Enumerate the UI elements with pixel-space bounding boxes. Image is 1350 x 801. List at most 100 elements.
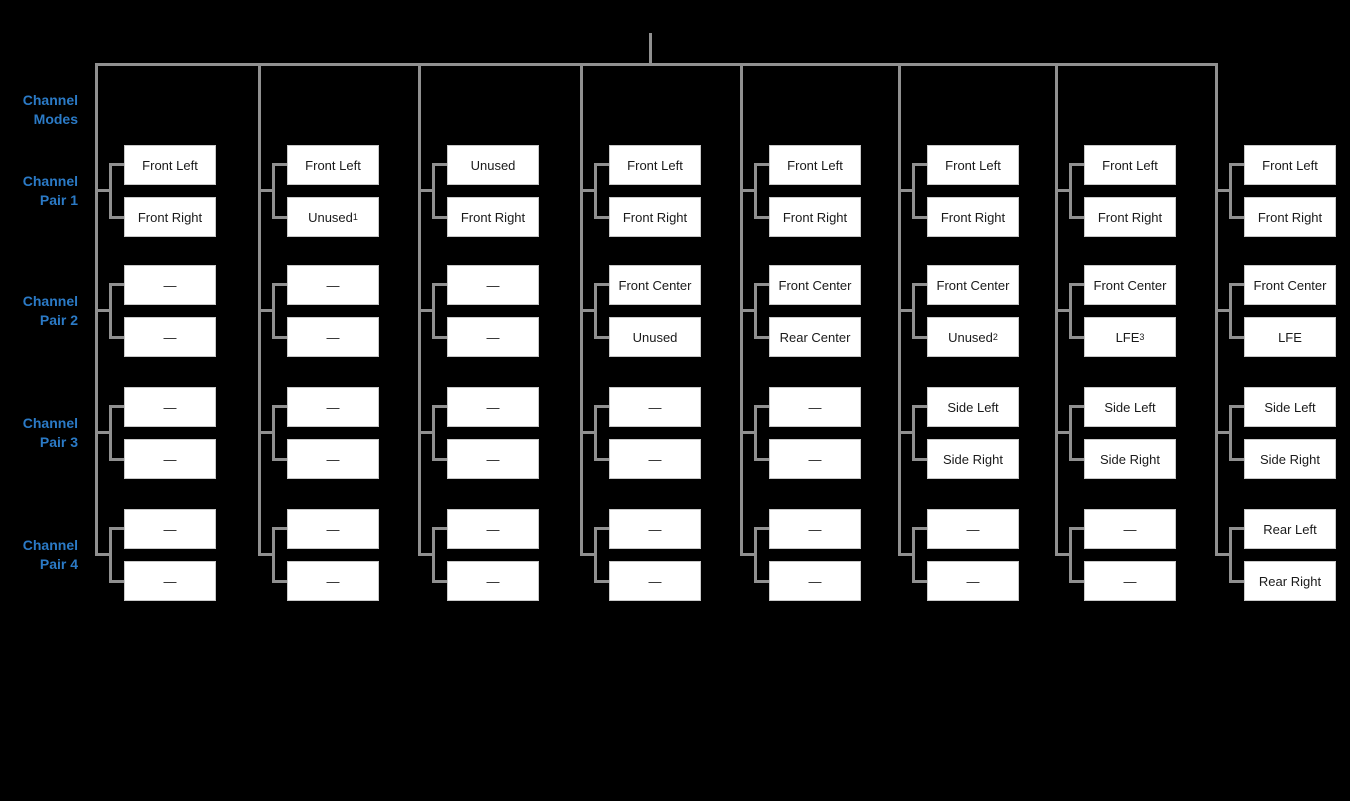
- channel-box: Side Right: [1244, 439, 1336, 479]
- pair-bracket-line: [594, 283, 610, 339]
- pair-stub-line: [1216, 309, 1230, 312]
- pair-stub-line: [581, 189, 595, 192]
- row-label-line: Channel: [22, 293, 78, 309]
- channel-box-label: Side Right: [1260, 451, 1320, 467]
- pair-stub-line: [899, 431, 913, 434]
- channel-box: Front Left: [1084, 145, 1176, 185]
- channel-box-label: Rear Right: [1258, 573, 1322, 589]
- channel-box: Side Left: [1084, 387, 1176, 427]
- channel-box-label: Side Left: [1264, 399, 1316, 415]
- channel-box-label: Front Right: [137, 209, 203, 225]
- channel-box: —: [927, 509, 1019, 549]
- channel-box-label: —: [326, 277, 340, 293]
- channel-box: Front Left: [769, 145, 861, 185]
- channel-box: —: [124, 317, 216, 357]
- channel-box: —: [609, 561, 701, 601]
- pair-stub-line: [96, 189, 110, 192]
- channel-box: —: [124, 387, 216, 427]
- pair-bracket-line: [109, 283, 125, 339]
- pair-bracket-line: [754, 405, 770, 461]
- channel-box: —: [1084, 509, 1176, 549]
- row-label-line: Pair 3: [39, 434, 78, 450]
- channel-box-label: Front Center: [618, 277, 692, 293]
- channel-box: Front Center: [769, 265, 861, 305]
- channel-box-label: —: [1123, 573, 1137, 589]
- channel-box: —: [287, 509, 379, 549]
- channel-box: —: [287, 561, 379, 601]
- channel-box: —: [124, 265, 216, 305]
- channel-box-label: Front Left: [945, 157, 1001, 173]
- channel-box: Front Right: [1084, 197, 1176, 237]
- pair-bracket-line: [912, 283, 928, 339]
- channel-box: —: [287, 387, 379, 427]
- pair-stub-line: [741, 553, 755, 556]
- pair-stub-line: [259, 309, 273, 312]
- channel-box: Rear Left: [1244, 509, 1336, 549]
- channel-box: Side Left: [927, 387, 1019, 427]
- channel-box-label: Front Right: [460, 209, 526, 225]
- pair-bracket-line: [272, 163, 288, 219]
- pair-stub-line: [741, 431, 755, 434]
- pair-stub-line: [1216, 431, 1230, 434]
- channel-box: Front Right: [1244, 197, 1336, 237]
- row-label-line: Modes: [33, 111, 78, 127]
- row-label-line: Pair 2: [39, 312, 78, 328]
- row-label-channel-pair-2: Channel Pair 2: [6, 292, 78, 330]
- channel-box-label: —: [966, 521, 980, 537]
- channel-box-label: Side Left: [947, 399, 999, 415]
- channel-box-label: Front Left: [787, 157, 843, 173]
- pair-bracket-line: [1229, 527, 1245, 583]
- pair-stub-line: [899, 309, 913, 312]
- channel-box-label: Front Center: [778, 277, 852, 293]
- channel-box: Front Left: [1244, 145, 1336, 185]
- channel-box-label: Front Left: [1102, 157, 1158, 173]
- pair-stub-line: [741, 189, 755, 192]
- pair-stub-line: [581, 431, 595, 434]
- channel-box-label: Front Right: [1097, 209, 1163, 225]
- channel-box: —: [447, 317, 539, 357]
- channel-box: —: [287, 265, 379, 305]
- row-label-line: Channel: [22, 537, 78, 553]
- channel-box-label: —: [648, 573, 662, 589]
- row-label-channel-pair-4: Channel Pair 4: [6, 536, 78, 574]
- pair-bracket-line: [912, 527, 928, 583]
- pair-bracket-line: [432, 405, 448, 461]
- channel-box-label: —: [648, 399, 662, 415]
- channel-box: —: [447, 387, 539, 427]
- pair-bracket-line: [594, 527, 610, 583]
- pair-bracket-line: [272, 283, 288, 339]
- channel-box-label: —: [486, 329, 500, 345]
- pair-bracket-line: [754, 163, 770, 219]
- channel-box: —: [769, 561, 861, 601]
- channel-box: Side Right: [927, 439, 1019, 479]
- pair-bracket-line: [912, 405, 928, 461]
- pair-stub-line: [259, 189, 273, 192]
- channel-box-label: —: [648, 521, 662, 537]
- pair-stub-line: [899, 553, 913, 556]
- channel-box-label: Front Center: [936, 277, 1010, 293]
- channel-box: —: [124, 561, 216, 601]
- channel-box: —: [447, 265, 539, 305]
- pair-bracket-line: [1069, 527, 1085, 583]
- pair-stub-line: [1216, 189, 1230, 192]
- row-label-channel-pair-1: Channel Pair 1: [6, 172, 78, 210]
- channel-box-label: —: [648, 451, 662, 467]
- channel-box: Front Center: [1084, 265, 1176, 305]
- pair-bracket-line: [432, 283, 448, 339]
- pair-stub-line: [419, 309, 433, 312]
- channel-box-label: —: [808, 399, 822, 415]
- pair-bracket-line: [109, 527, 125, 583]
- row-label-line: Pair 1: [39, 192, 78, 208]
- channel-box-label: Rear Center: [779, 329, 851, 345]
- pair-stub-line: [1216, 553, 1230, 556]
- channel-box: LFE: [1244, 317, 1336, 357]
- pair-bracket-line: [432, 163, 448, 219]
- channel-box-label: Front Right: [940, 209, 1006, 225]
- channel-box: —: [769, 509, 861, 549]
- channel-box-label: LFE: [1115, 329, 1140, 345]
- pair-stub-line: [96, 309, 110, 312]
- channel-box: Front Left: [287, 145, 379, 185]
- pair-bracket-line: [432, 527, 448, 583]
